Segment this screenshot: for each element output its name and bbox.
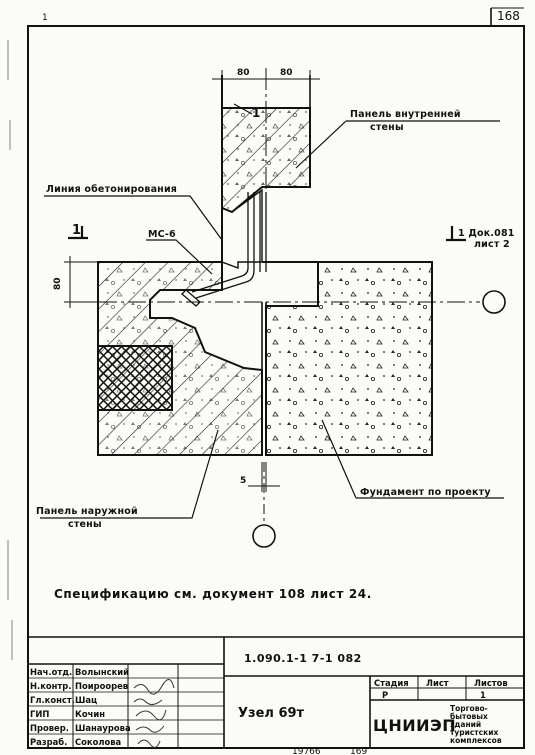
inner-panel-label-1: Панель внутренней xyxy=(350,109,461,120)
top-dimension xyxy=(212,70,320,84)
role-2: Н.контр. xyxy=(30,681,71,691)
axis-circle-right xyxy=(482,290,506,314)
doc-code: 1.090.1-1 7-1 082 xyxy=(244,652,362,665)
project-line-2: бытовых xyxy=(450,712,488,721)
foundation-label: Фундамент по проекту xyxy=(360,487,491,498)
role-5: Провер. xyxy=(30,723,69,733)
sheet-value: 1 xyxy=(480,690,486,700)
role-4: ГИП xyxy=(30,709,49,719)
footer-page: 169 xyxy=(350,747,367,755)
drawing-title: Узел 69т xyxy=(238,706,305,721)
stage-header: Стадия xyxy=(374,678,409,688)
concreting-line-label: Линия обетонирования xyxy=(46,184,177,195)
concrete-fill xyxy=(221,188,263,270)
name-3: Шац xyxy=(75,695,97,705)
section-number-top: 1 xyxy=(252,106,260,120)
inner-panel-label-2: стены xyxy=(370,122,404,133)
top-left-mark: 1 xyxy=(42,13,48,23)
dim-top-right: 80 xyxy=(280,68,293,78)
binding-marks xyxy=(7,40,13,660)
section-marker-right xyxy=(446,226,466,242)
dim-gap: 5 xyxy=(240,476,246,486)
role-1: Нач.отд. xyxy=(30,667,72,677)
footer-copy-number: 19766 xyxy=(292,747,321,755)
gap-dimension xyxy=(248,462,280,492)
outer-panel-label-1: Панель наружной xyxy=(36,506,138,517)
project-line-5: комплексов xyxy=(450,736,502,745)
signatures xyxy=(133,679,175,748)
specification-note: Спецификацию см. документ 108 лист 24. xyxy=(54,587,372,601)
section-marker-left xyxy=(68,226,88,240)
dim-top-left: 80 xyxy=(237,68,250,78)
project-line-4: туристских xyxy=(450,728,498,737)
ms-label: МС-6 xyxy=(148,229,176,240)
sheets-header: Листов xyxy=(474,678,508,688)
title-block-grid xyxy=(28,637,524,748)
name-6: Соколова xyxy=(75,737,121,747)
page-number: 168 xyxy=(497,9,520,23)
doc-ref-label-1: 1 Док.081 xyxy=(458,228,515,239)
sheet-frame xyxy=(27,7,525,749)
foundation-block xyxy=(265,261,433,456)
role-3: Гл.конст. xyxy=(30,695,75,705)
sheet-header: Лист xyxy=(426,678,449,688)
organization: ЦНИИЭП xyxy=(373,716,456,735)
outer-panel-label-2: стены xyxy=(68,519,102,530)
role-6: Разраб. xyxy=(30,737,67,747)
leader-lines xyxy=(40,103,504,519)
name-1: Волынский xyxy=(75,667,129,677)
name-5: Шанаурова xyxy=(75,723,131,733)
left-dimension xyxy=(64,256,98,308)
project-line-3: зданий xyxy=(450,720,481,729)
name-2: Поироорев xyxy=(75,681,128,691)
stage-value: Р xyxy=(382,690,388,700)
doc-ref-label-2: лист 2 xyxy=(474,239,510,250)
axis-circle-bottom xyxy=(252,524,276,548)
project-line-1: Торгово- xyxy=(450,704,488,713)
dim-left-height: 80 xyxy=(53,277,63,290)
section-number-left: 1 xyxy=(72,223,81,238)
insulation-block xyxy=(97,345,173,411)
name-4: Кочин xyxy=(75,709,105,719)
